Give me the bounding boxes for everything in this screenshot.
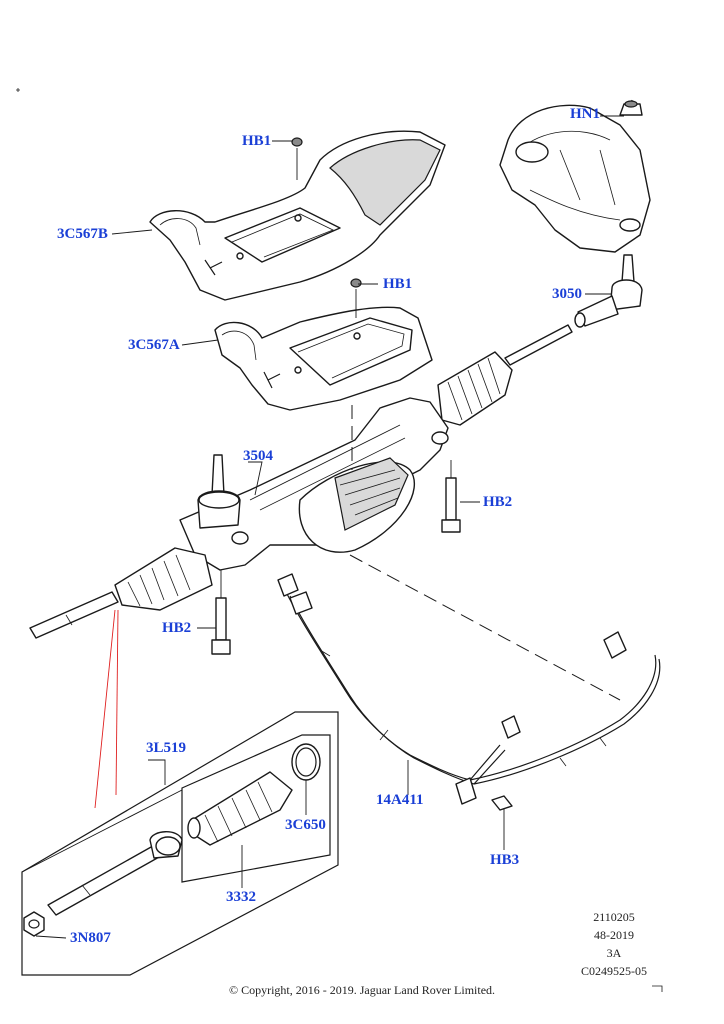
boot-3332	[187, 771, 293, 888]
nut-3n807	[23, 911, 67, 939]
hb3-bolt	[491, 795, 513, 850]
callout-hb1-mid: HB1	[383, 276, 413, 292]
heat-shield-upper	[149, 130, 446, 301]
steering-knuckle	[499, 99, 651, 253]
callout-3504: 3504	[243, 448, 273, 464]
wiring-harness-14a411	[277, 573, 661, 805]
corner-marks	[16, 88, 663, 992]
hb1-mid-bolt	[350, 278, 362, 318]
reference-line-4: C0249525-05	[581, 964, 647, 978]
heat-shield-lower	[214, 306, 433, 411]
tie-rod-left	[29, 591, 119, 639]
hb2-left-bolt	[211, 570, 231, 655]
hb1-top-bolt	[291, 137, 303, 180]
callout-hn1: HN1	[570, 106, 600, 122]
reference-line-3: 3A	[606, 946, 622, 960]
callout-3050: 3050	[552, 286, 582, 302]
reference-line-1: 2110205	[593, 910, 635, 924]
callout-hb3: HB3	[490, 852, 520, 868]
copyright-notice: © Copyright, 2016 - 2019. Jaguar Land Ro…	[228, 983, 496, 997]
tie-rod-right	[504, 324, 573, 366]
callout-3n807: 3N807	[70, 930, 111, 946]
callout-3c567a: 3C567A	[128, 337, 180, 353]
red-leaders	[94, 609, 119, 809]
reference-line-2: 48-2019	[594, 928, 634, 942]
callout-hb2-right: HB2	[483, 494, 513, 510]
clamp-3c650	[291, 743, 321, 815]
dashed-leaders	[349, 405, 621, 701]
callout-hb2-left: HB2	[162, 620, 192, 636]
tie-rod-end-3050	[574, 254, 643, 328]
hb2-right-bolt	[441, 460, 461, 533]
callout-hb1-top: HB1	[242, 133, 272, 149]
callout-3c650: 3C650	[285, 817, 326, 833]
callout-leaders	[111, 115, 624, 795]
steering-rack-assembly	[114, 351, 513, 611]
callout-14a411: 14A411	[376, 792, 424, 808]
inner-tie-rod	[47, 831, 183, 916]
kit-box-3l519	[21, 711, 339, 976]
callout-3l519: 3L519	[146, 740, 187, 756]
callout-3c567b: 3C567B	[57, 226, 108, 242]
callout-3332: 3332	[226, 889, 256, 905]
